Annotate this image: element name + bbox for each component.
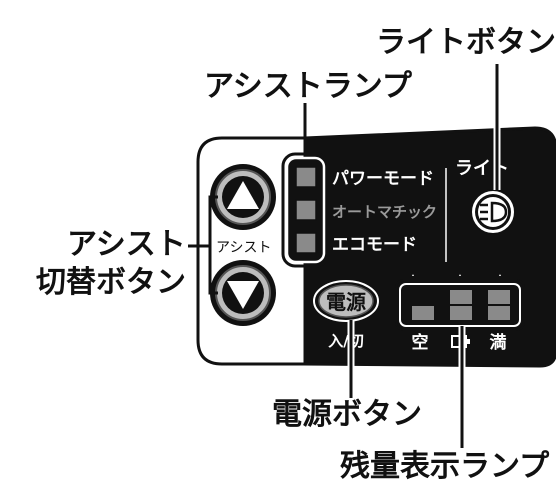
assist-lamp-power [295, 166, 317, 188]
callout-light-button: ライトボタン [376, 25, 556, 60]
callout-power-button: 電源ボタン [272, 397, 422, 432]
headlight-icon [480, 201, 508, 223]
battery-empty-label: 空 [412, 332, 429, 353]
power-button[interactable]: 電源 [313, 280, 379, 322]
up-arrow-icon [227, 181, 259, 209]
callout-assist-lamp: アシストランプ [204, 69, 413, 104]
battery-full-label: 満 [490, 332, 507, 353]
battery-lamp-2a [450, 306, 472, 320]
mode-eco-label: エコモード [332, 235, 417, 255]
battery-lamp-3b [488, 290, 510, 304]
battery-lamp-3a [488, 306, 510, 320]
assist-lamp-auto [295, 199, 317, 221]
callout-assist-switch-line2: 切替ボタン [36, 265, 186, 300]
assist-down-button[interactable] [210, 260, 276, 326]
panel-assist-label: アシスト [216, 240, 271, 256]
battery-lamp-2b [450, 290, 472, 304]
light-label: ライト [455, 158, 509, 179]
power-sub-label: 入/切 [328, 332, 363, 350]
light-button[interactable] [470, 189, 516, 235]
assist-switch-leader [188, 195, 218, 295]
power-button-label: 電源 [326, 290, 366, 314]
mode-power-label: パワーモード [332, 169, 434, 189]
battery-lamp-1 [412, 306, 434, 320]
callout-assist-switch-line1: アシスト [67, 227, 186, 262]
mode-auto-label: オートマチック [332, 203, 437, 221]
assist-up-button[interactable] [210, 164, 276, 230]
assist-lamp-eco [295, 232, 317, 254]
callout-remaining-lamp: 残量表示ランプ [340, 449, 550, 484]
down-arrow-icon [227, 281, 259, 309]
